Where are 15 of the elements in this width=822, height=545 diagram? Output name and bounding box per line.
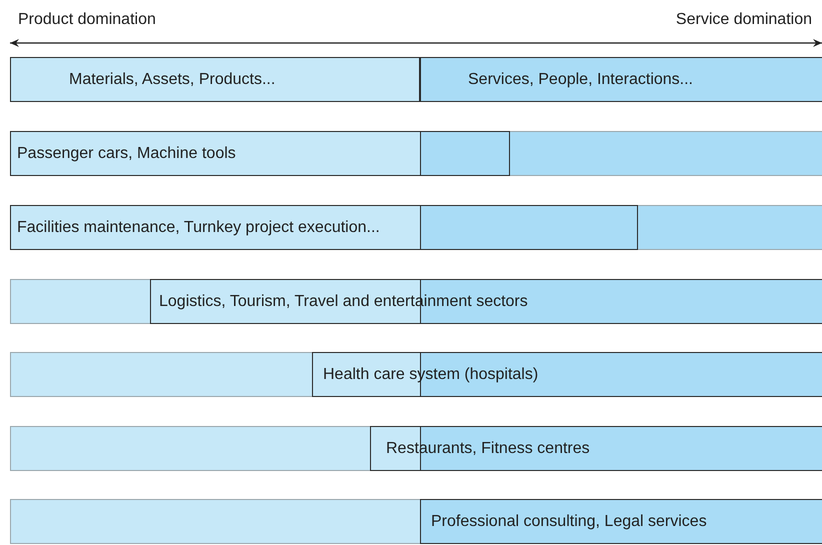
category-text: Services, People, Interactions... [468, 70, 693, 90]
category-text: Facilities maintenance, Turnkey project execution... [17, 218, 380, 238]
category-text: Professional consulting, Legal services [431, 512, 707, 532]
category-box [370, 426, 822, 471]
category-box [312, 352, 822, 397]
category-box [420, 57, 822, 102]
category-box [10, 205, 638, 250]
category-text: Materials, Assets, Products... [69, 70, 276, 90]
category-box [10, 131, 510, 176]
category-text: Passenger cars, Machine tools [17, 144, 236, 164]
category-box [150, 279, 822, 324]
category-box [10, 57, 420, 102]
category-box [420, 499, 822, 544]
axis-label: Product domination [18, 10, 156, 30]
axis-label: Service domination [676, 10, 812, 30]
